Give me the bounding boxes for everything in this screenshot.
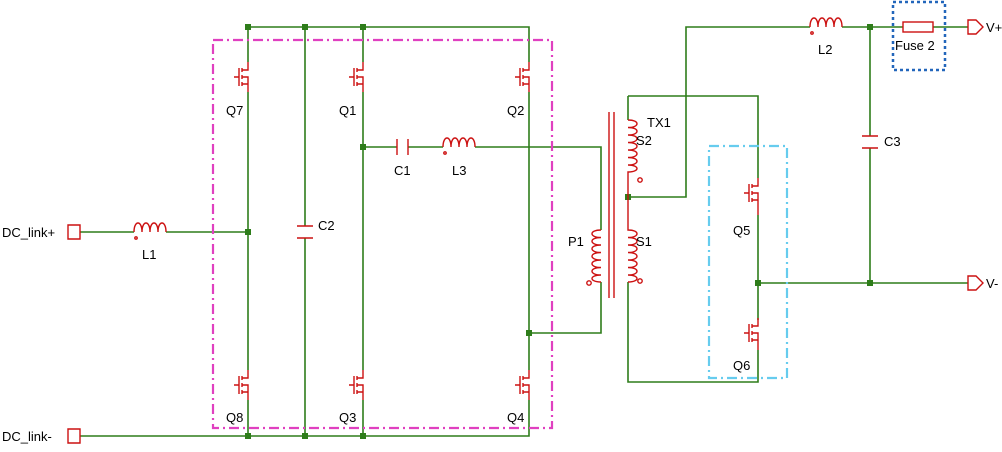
terminal-dc-link-neg <box>67 428 81 444</box>
wire-c1-l3 <box>363 146 602 230</box>
label-q5: Q5 <box>733 223 750 238</box>
label-q3: Q3 <box>339 410 356 425</box>
label-dc-link-pos: DC_link+ <box>2 225 55 240</box>
secondary-winding-s1 <box>627 197 638 283</box>
label-c1: C1 <box>394 163 411 178</box>
terminal-v-pos <box>967 19 984 35</box>
label-fuse-2: Fuse 2 <box>895 38 935 53</box>
label-c2: C2 <box>318 218 335 233</box>
wire-top-rail <box>248 26 530 62</box>
label-q1: Q1 <box>339 103 356 118</box>
label-q4: Q4 <box>507 410 524 425</box>
mosfet-q3 <box>349 370 364 400</box>
inductor-l1 <box>133 222 167 240</box>
magenta-inverter-box <box>211 38 554 430</box>
wires <box>80 26 968 437</box>
wire-bottom-rail <box>80 400 530 437</box>
fuse-2 <box>902 21 934 33</box>
capacitor-c3 <box>862 135 878 149</box>
mosfet-q8 <box>234 370 249 400</box>
label-c3: C3 <box>884 134 901 149</box>
secondary-winding-s2 <box>627 119 638 197</box>
label-p1: P1 <box>568 234 584 249</box>
wire-p1-bottom <box>529 282 602 334</box>
cyan-rectifier-box <box>707 144 789 380</box>
terminal-dc-link-pos <box>67 224 81 240</box>
wire-s2-top <box>628 95 759 178</box>
label-s2: S2 <box>636 133 652 148</box>
mosfet-q2 <box>515 62 530 92</box>
label-v-pos: V+ <box>986 20 1002 35</box>
mosfet-q1 <box>349 62 364 92</box>
label-l3: L3 <box>452 163 466 178</box>
mosfet-q4 <box>515 370 530 400</box>
terminal-v-neg <box>967 275 984 291</box>
label-dc-link-neg: DC_link- <box>2 429 52 444</box>
label-l1: L1 <box>142 247 156 262</box>
mosfet-q6 <box>744 318 759 350</box>
blue-fuse-box <box>891 0 947 72</box>
mosfet-q5 <box>744 178 759 215</box>
terminals <box>67 19 984 444</box>
capacitor-c2 <box>297 225 313 239</box>
inductor-l3 <box>442 137 476 155</box>
label-s1: S1 <box>636 234 652 249</box>
core-lines <box>608 112 615 298</box>
primary-winding-p1 <box>591 229 602 283</box>
capacitor-c1 <box>396 139 409 155</box>
wire-center-tap <box>628 26 810 198</box>
label-q6: Q6 <box>733 358 750 373</box>
label-l2: L2 <box>818 42 832 57</box>
label-q8: Q8 <box>226 410 243 425</box>
labels: DC_link+ DC_link- V+ V- L1 L2 L3 C1 C2 C… <box>2 20 1002 444</box>
junctions <box>245 24 873 439</box>
mosfet-q7 <box>234 62 249 92</box>
label-q7: Q7 <box>226 103 243 118</box>
transformer-tx1 <box>586 112 643 298</box>
wire-s1-bottom <box>627 282 759 383</box>
label-v-neg: V- <box>986 276 998 291</box>
label-tx1: TX1 <box>647 115 671 130</box>
inductor-l2 <box>809 17 843 35</box>
label-q2: Q2 <box>507 103 524 118</box>
